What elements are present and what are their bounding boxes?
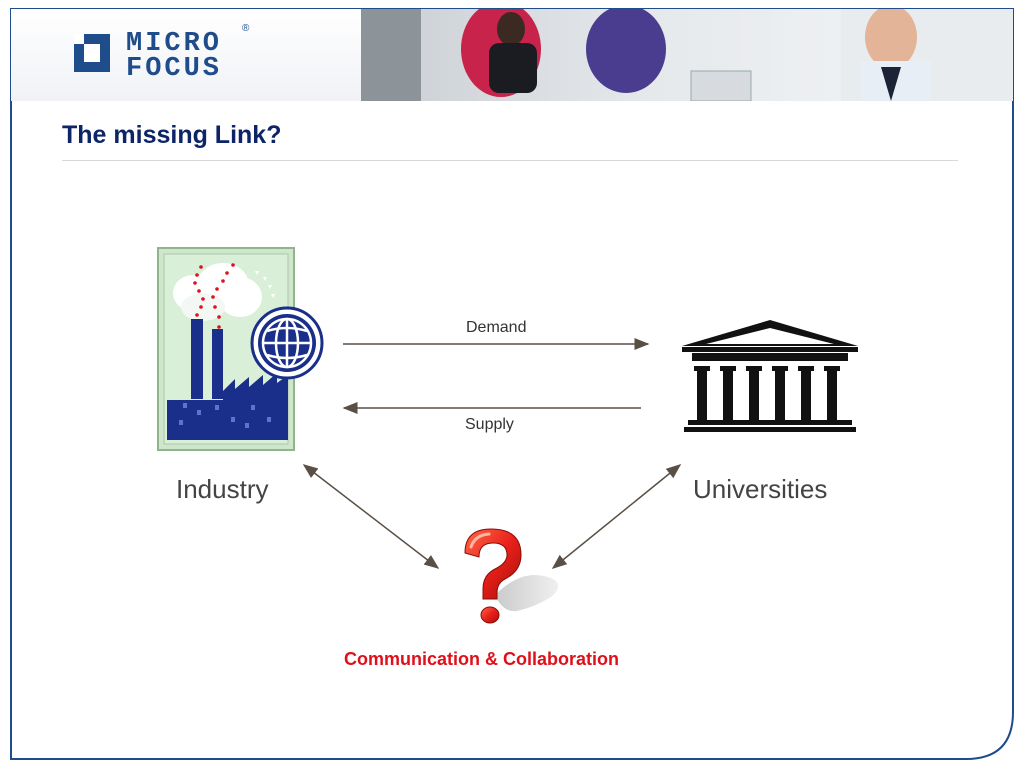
universities-link-arrow [551, 464, 682, 569]
question-mark-icon [464, 528, 559, 624]
communication-collaboration-label: Communication & Collaboration [344, 649, 620, 669]
office-people-photo [361, 9, 1013, 101]
industry-link-arrow [302, 464, 440, 569]
title-divider [62, 160, 958, 161]
supply-label: Supply [465, 416, 514, 433]
micro-focus-logo [72, 30, 262, 80]
industry-label: Industry [176, 474, 269, 504]
header-photo [361, 9, 1013, 101]
demand-label: Demand [466, 319, 527, 336]
factory-globe-icon [157, 247, 324, 451]
registered-mark: ® [242, 23, 250, 34]
logo-mark-icon [74, 34, 110, 72]
slide-title: The missing Link? [62, 121, 282, 149]
demand-supply-arrows [342, 338, 650, 414]
classical-building-icon [682, 320, 858, 432]
logo-line-1: MICRO [126, 29, 223, 59]
logo-line-2: FOCUS [126, 54, 223, 84]
universities-label: Universities [693, 474, 828, 504]
